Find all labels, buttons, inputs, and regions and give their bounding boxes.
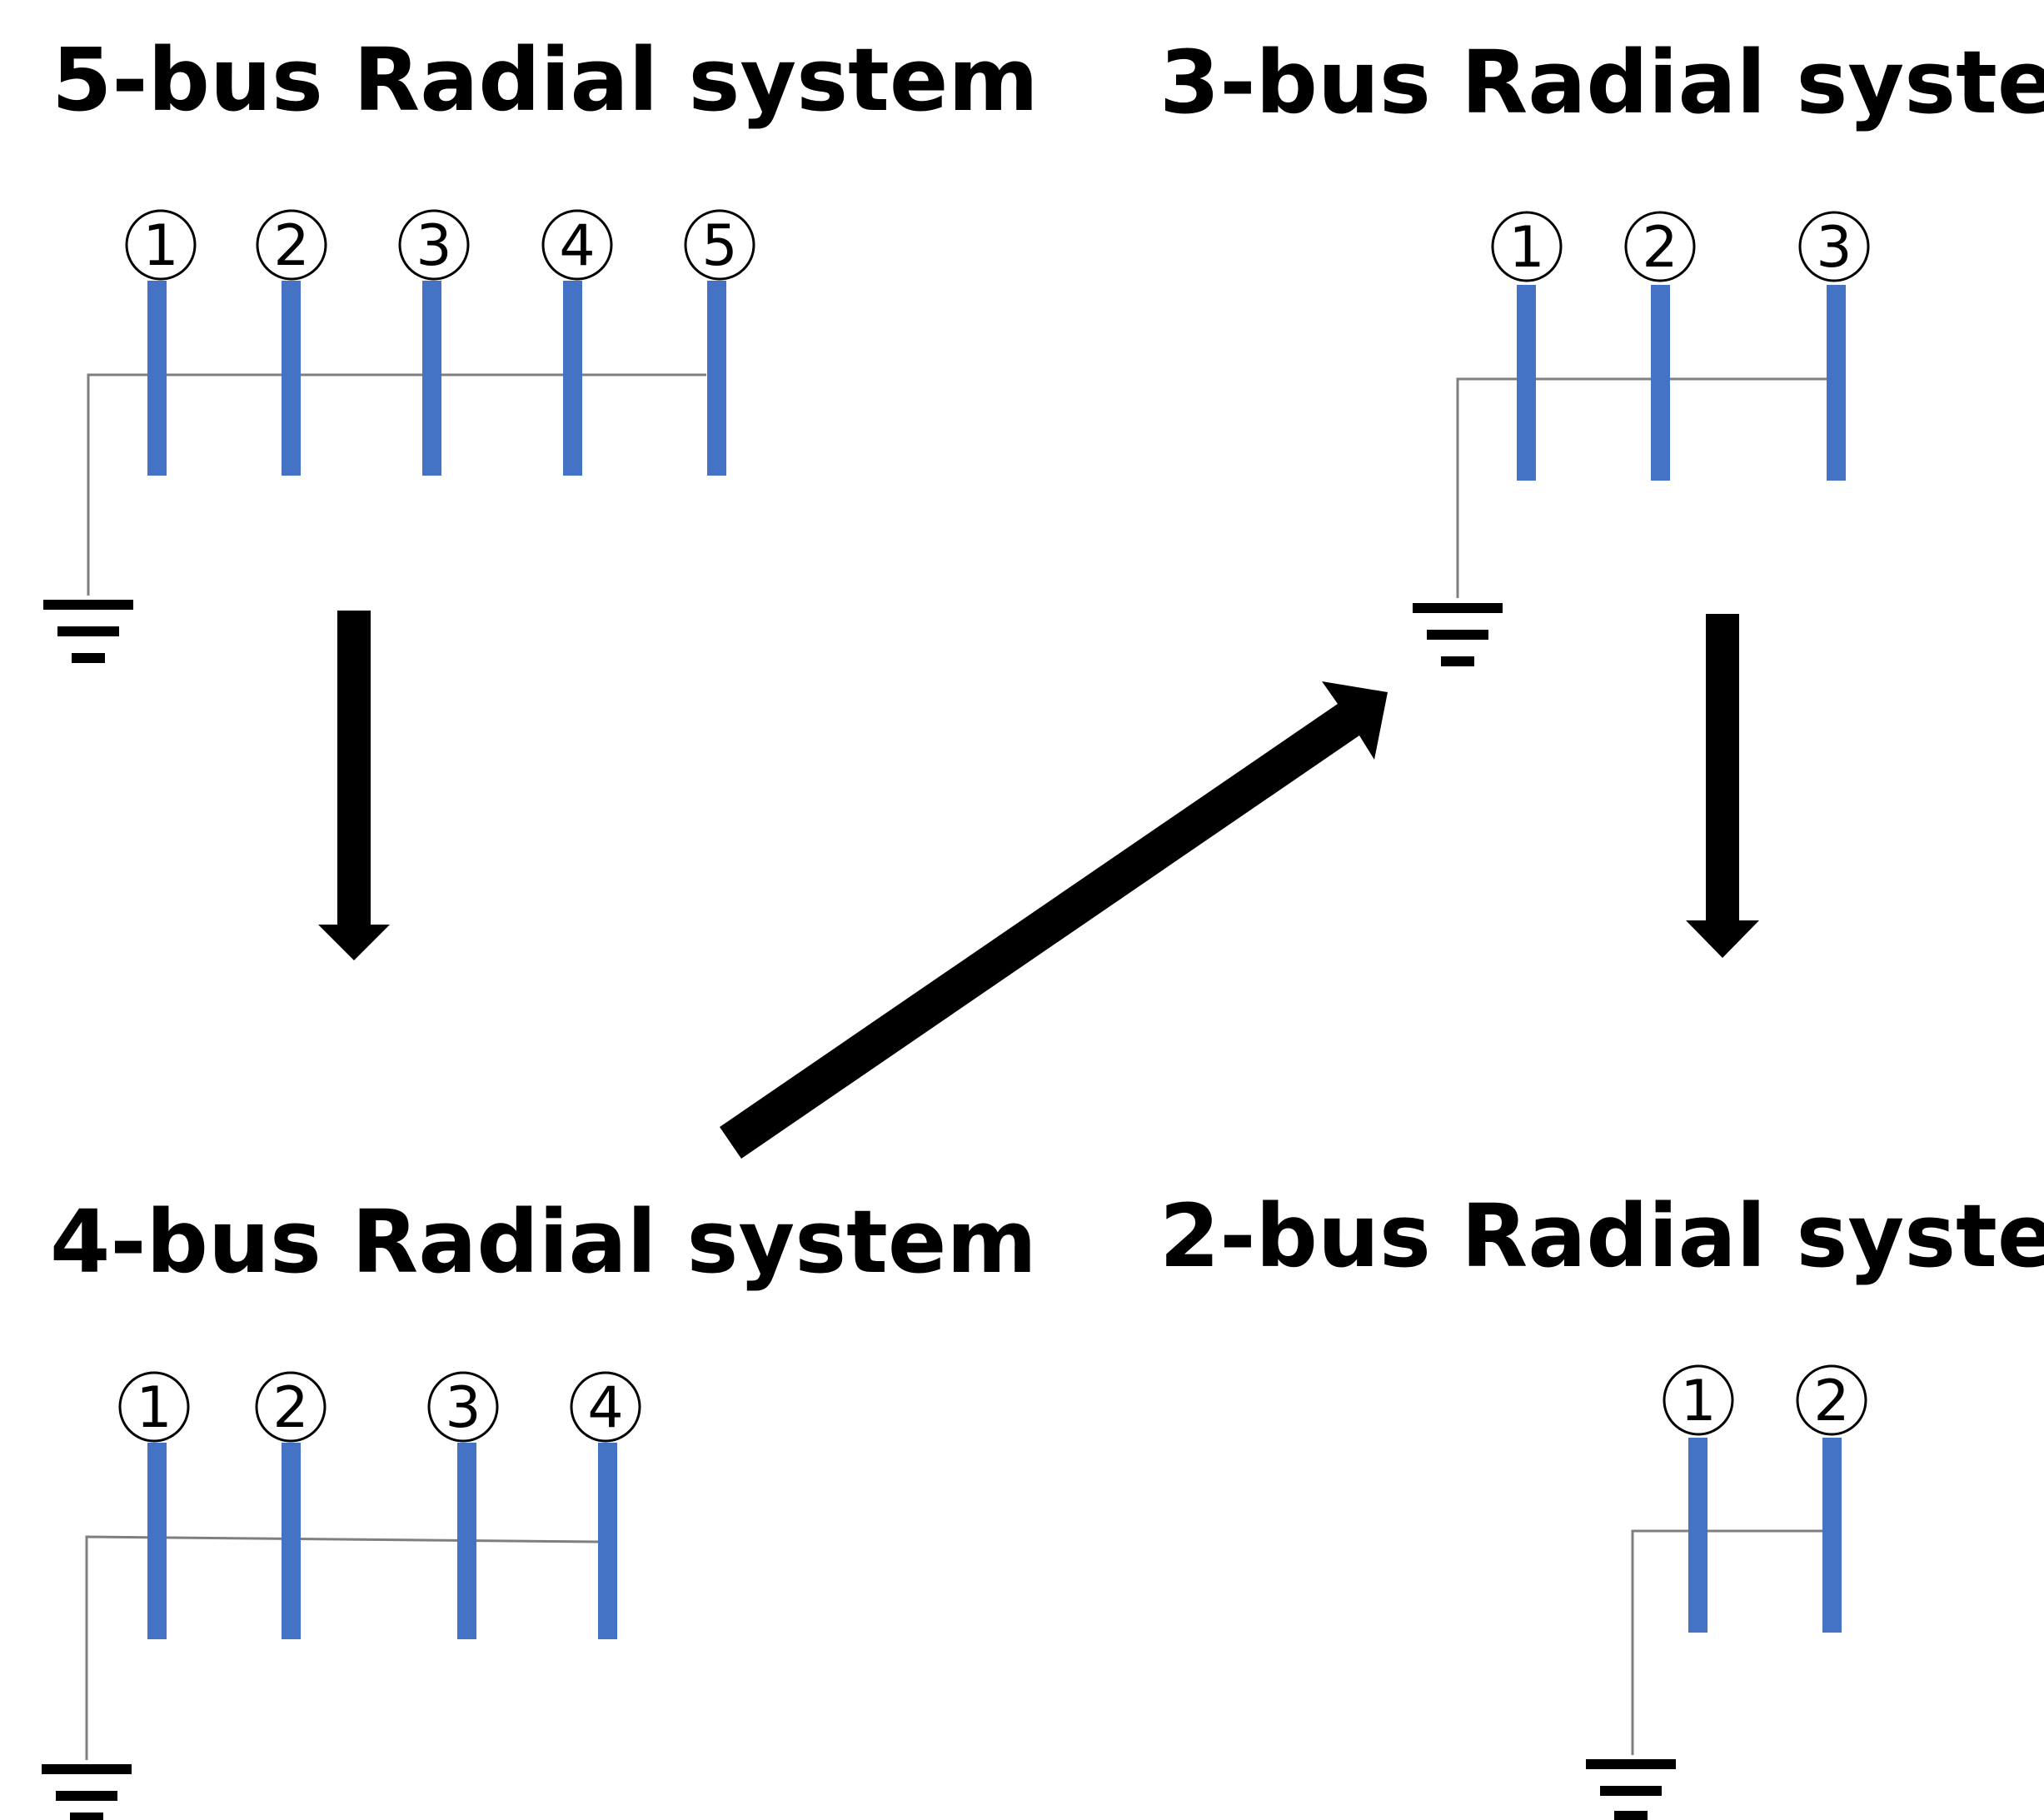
- system-title: 2-bus Radial system: [1159, 1185, 2044, 1287]
- bus-number-circle: [1796, 1364, 1867, 1436]
- bus-number: 2: [273, 213, 309, 279]
- bus-number: 5: [701, 213, 737, 279]
- bus-bar: [422, 281, 441, 476]
- bus-4: 4: [570, 1371, 641, 1639]
- ground-symbol: [1586, 1759, 1676, 1820]
- feeder-line: [1631, 1529, 1832, 1755]
- bus-2: 2: [255, 1371, 327, 1639]
- bus-number: 2: [1642, 215, 1678, 281]
- bus-3: 3: [427, 1371, 499, 1639]
- bus-4: 4: [541, 209, 613, 476]
- bus-number: 1: [1680, 1369, 1716, 1434]
- arrow-diagonal-icon: [720, 681, 1388, 1159]
- system-title: 4-bus Radial system: [50, 1191, 1037, 1293]
- bus-bar: [598, 1443, 617, 1639]
- bus-number: 1: [142, 213, 178, 279]
- bus-number: 3: [445, 1375, 481, 1441]
- bus-number-circle: [570, 1371, 641, 1443]
- ground-symbol: [42, 1764, 132, 1820]
- bus-1: 1: [1663, 1364, 1734, 1633]
- bus-number-circle: [1798, 211, 1870, 282]
- bus-number-circle: [427, 1371, 499, 1443]
- bus-number-circle: [118, 1371, 190, 1443]
- ground-symbol: [43, 600, 133, 663]
- feeder-line: [1456, 377, 1832, 598]
- bus-1: 1: [118, 1371, 190, 1639]
- bus-number-circle: [255, 1371, 327, 1443]
- system-title: 5-bus Radial system: [52, 29, 1039, 131]
- bus-bar: [707, 281, 726, 476]
- bus-number-circle: [398, 209, 470, 281]
- bus-bar: [282, 1443, 301, 1639]
- system-5-bus: 5-bus Radial system 1 2 3 4: [43, 29, 1039, 663]
- bus-number: 1: [1508, 215, 1544, 281]
- arrow-down-icon: [318, 611, 390, 960]
- bus-number-circle: [1491, 211, 1563, 282]
- bus-2: 2: [1624, 211, 1696, 481]
- bus-bar: [563, 281, 582, 476]
- bus-bar: [282, 281, 301, 476]
- bus-number-circle: [541, 209, 613, 281]
- bus-number: 3: [1816, 215, 1852, 281]
- bus-bar: [147, 1443, 167, 1639]
- bus-bar: [1651, 285, 1670, 481]
- bus-bar: [457, 1443, 476, 1639]
- bus-number: 3: [416, 213, 451, 279]
- bus-5: 5: [684, 209, 755, 476]
- bus-number: 4: [559, 213, 595, 279]
- bus-bar: [1688, 1438, 1707, 1633]
- system-2-bus: 2-bus Radial system 1 2: [1159, 1185, 2044, 1820]
- bus-number-circle: [1663, 1364, 1734, 1436]
- bus-bar: [1517, 285, 1536, 481]
- system-title: 3-bus Radial system: [1159, 32, 2044, 133]
- bus-bar: [1827, 285, 1846, 481]
- ground-symbol: [1413, 603, 1503, 666]
- bus-1: 1: [1491, 211, 1563, 481]
- bus-3: 3: [1798, 211, 1870, 481]
- system-4-bus: 4-bus Radial system 1 2 3 4: [42, 1191, 1037, 1820]
- bus-number-circle: [256, 209, 327, 281]
- arrow-down-icon: [1686, 614, 1759, 958]
- feeder-line: [85, 1535, 599, 1760]
- bus-2: 2: [1796, 1364, 1867, 1633]
- bus-number: 2: [1813, 1369, 1849, 1434]
- bus-3: 3: [398, 209, 470, 476]
- bus-1: 1: [125, 209, 197, 476]
- bus-number-circle: [125, 209, 197, 281]
- bus-number-circle: [1624, 211, 1696, 282]
- bus-2: 2: [256, 209, 327, 476]
- bus-bar: [147, 281, 167, 476]
- bus-number: 4: [587, 1375, 623, 1441]
- feeder-line: [87, 373, 706, 596]
- bus-number-circle: [684, 209, 755, 281]
- bus-number: 2: [272, 1375, 308, 1441]
- system-3-bus: 3-bus Radial system 1 2 3: [1159, 32, 2044, 666]
- bus-number: 1: [136, 1375, 172, 1441]
- bus-bar: [1822, 1438, 1842, 1633]
